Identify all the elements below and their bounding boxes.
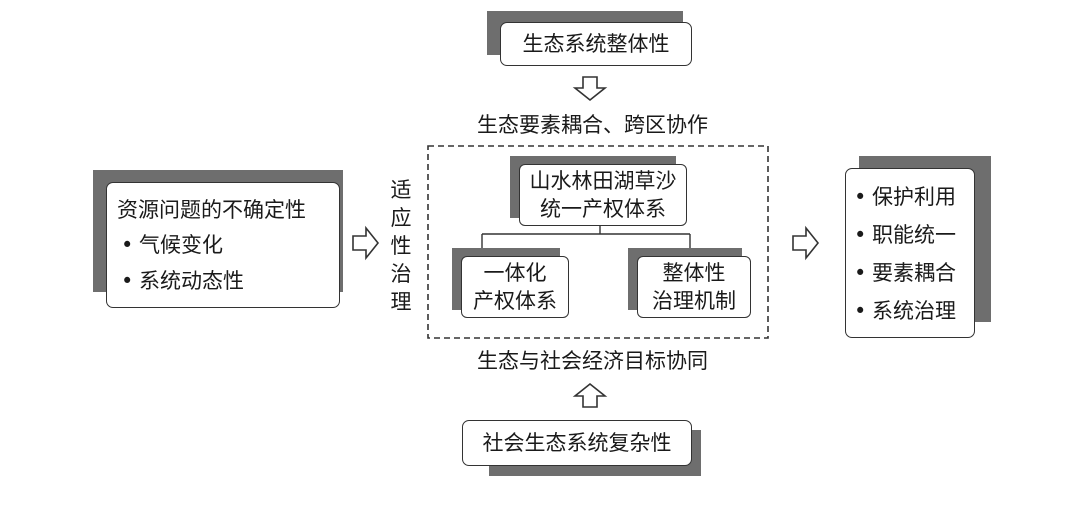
right-child-line-2: 治理机制: [652, 289, 736, 313]
right-box: 保护利用 职能统一 要素耦合 系统治理: [845, 168, 975, 338]
list-item: 职能统一: [850, 216, 974, 254]
top-caption: 生态要素耦合、跨区协作: [477, 113, 708, 137]
list-item: 保护利用: [850, 178, 974, 216]
left-box: 资源问题的不确定性 气候变化 系统动态性: [106, 182, 340, 308]
left-child-box: 一体化 产权体系: [461, 256, 569, 318]
right-box-list: 保护利用 职能统一 要素耦合 系统治理: [850, 178, 974, 330]
left-box-title: 资源问题的不确定性: [117, 198, 306, 222]
list-item: 系统治理: [850, 292, 974, 330]
center-top-box: 山水林田湖草沙 统一产权体系: [519, 164, 687, 226]
left-child-line-1: 一体化: [483, 261, 547, 285]
top-box: 生态系统整体性: [500, 22, 692, 66]
down-arrow-icon: [572, 76, 608, 102]
bottom-box: 社会生态系统复杂性: [462, 420, 692, 466]
list-item: 系统动态性: [117, 263, 329, 299]
list-item: 要素耦合: [850, 254, 974, 292]
center-top-line-2: 统一产权体系: [540, 197, 666, 221]
list-item: 气候变化: [117, 227, 329, 263]
center-top-line-1: 山水林田湖草沙: [529, 169, 677, 193]
right-child-line-1: 整体性: [662, 261, 726, 285]
up-arrow-icon: [572, 382, 608, 408]
top-box-label: 生态系统整体性: [522, 32, 670, 56]
right-arrow-icon: [792, 225, 820, 261]
left-box-list: 气候变化 系统动态性: [117, 227, 329, 299]
bottom-box-label: 社会生态系统复杂性: [482, 431, 672, 455]
dashed-frame: [427, 145, 769, 339]
right-arrow-icon: [352, 225, 380, 261]
adaptive-governance-label: 适应性治理: [390, 178, 412, 314]
bottom-caption: 生态与社会经济目标协同: [477, 349, 708, 373]
left-child-line-2: 产权体系: [473, 289, 557, 313]
right-child-box: 整体性 治理机制: [637, 256, 751, 318]
